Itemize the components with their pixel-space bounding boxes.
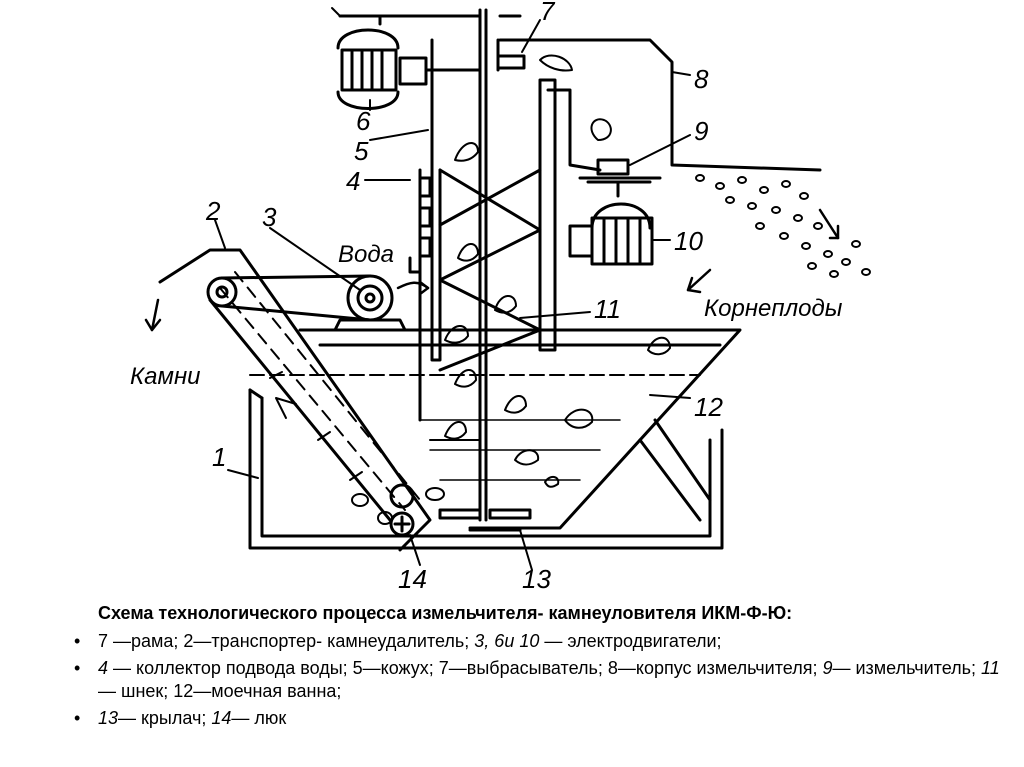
legend-item: 4 — коллектор подвода воды; 5—кожух; 7—в… [70,657,1000,703]
water-collector [408,176,432,274]
legend-text: 14 [211,708,232,728]
motor-10 [568,158,662,266]
legend-list: 7 —рама; 2—транспортер- камнеудалитель; … [70,630,1000,730]
legend-text: 11 [981,658,1000,678]
legend-text: — шнек; 12—моечная ванна; [98,681,342,701]
leader-lines [214,19,691,571]
legend-text: 13 [98,708,119,728]
label-9: 9 [694,116,708,146]
label-5: 5 [354,136,369,166]
legend-text: — коллектор подвода воды; 5—кожух; 7—выб… [108,658,823,678]
label-6: 6 [356,106,371,136]
legend-text: 7 —рама; 2—транспортер- камнеудалитель; [98,631,475,651]
label-11: 11 [594,294,621,324]
label-8: 8 [694,64,709,94]
label-1: 1 [212,442,226,472]
machine-diagram: 1 2 3 4 5 6 7 8 9 10 11 12 13 14 Вода Ка… [130,0,871,594]
legend-text: — измельчитель; [832,658,982,678]
falling-crops [695,174,871,278]
label-7: 7 [540,0,556,26]
casing [418,8,822,522]
legend-text: 4 [98,658,109,678]
label-stones: Камни [130,363,201,390]
legend-item: 7 —рама; 2—транспортер- камнеудалитель; … [70,630,1000,653]
legend-text: — электродвигатели; [539,631,722,651]
legend-text: — крылач; [118,708,212,728]
motor-3 [220,274,407,332]
wash-tank [249,328,742,530]
legend-item: 13— крылач; 14— люк [70,707,1000,730]
label-2: 2 [205,196,221,226]
flow-arrows [144,208,840,332]
label-water: Вода [338,241,394,268]
legend-text: 9 [822,658,833,678]
frame [248,388,724,550]
caption: Схема технологического процесса измельчи… [70,600,1000,734]
motor-6 [331,7,522,110]
caption-title: Схема технологического процесса измельчи… [98,603,793,623]
stone-conveyor [158,248,445,552]
label-10: 10 [674,226,703,256]
impeller [438,508,532,532]
label-3: 3 [262,202,277,232]
legend-text: 3, 6и 10 [474,631,540,651]
root-crops [444,54,671,488]
legend-text: — люк [231,708,287,728]
label-roots: Корнеплоды [704,295,843,322]
label-13: 13 [522,564,551,594]
label-12: 12 [694,392,723,422]
label-4: 4 [346,166,360,196]
label-14: 14 [398,564,427,594]
